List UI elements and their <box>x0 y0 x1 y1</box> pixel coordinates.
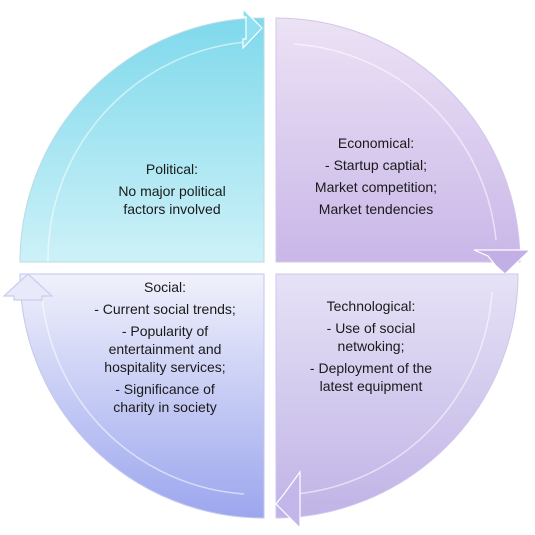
technological-line: latest equipment <box>319 378 423 394</box>
political-inner-arc <box>47 41 247 263</box>
social-line: - Current social trends; <box>94 301 236 317</box>
technological-line: netwoking; <box>337 338 405 354</box>
technological-inner-arc <box>295 291 493 495</box>
social-inner-arc <box>41 295 245 495</box>
political-title: Political: <box>145 161 199 177</box>
social-line: entertainment and <box>108 341 222 357</box>
technological-line: - Deployment of the <box>309 360 433 376</box>
technological-title: Technological: <box>326 298 416 314</box>
political-line: No major political <box>118 183 226 199</box>
social-quadrant <box>19 273 265 519</box>
technological-arrow-icon <box>275 470 301 530</box>
economical-line: Market competition; <box>314 179 438 195</box>
technological-quadrant <box>275 273 519 519</box>
economical-inner-arc <box>293 43 497 241</box>
political-quadrant <box>19 17 265 263</box>
economical-arrow-icon <box>473 249 532 275</box>
economical-text-block: Economical: - Startup captial; Market co… <box>296 134 456 218</box>
social-line: - Significance of <box>115 381 215 397</box>
social-text-block: Social: - Current social trends; - Popul… <box>70 278 260 416</box>
political-arrow-icon <box>242 7 263 50</box>
economical-title: Economical: <box>337 135 415 151</box>
social-line: charity in society <box>113 399 217 415</box>
political-text-block: Political: No major political factors in… <box>92 160 252 218</box>
social-line: hospitality services; <box>104 359 226 375</box>
technological-text-block: Technological: - Use of social netwoking… <box>291 297 451 395</box>
social-line: - Popularity of <box>121 323 209 339</box>
political-line: factors involved <box>123 201 221 217</box>
economical-line: - Startup captial; <box>325 157 427 173</box>
social-arrow-icon <box>2 273 54 301</box>
economical-quadrant <box>275 17 521 263</box>
social-title: Social: <box>143 279 187 295</box>
technological-line: - Use of social <box>326 320 416 336</box>
economical-line: Market tendencies <box>318 201 434 217</box>
